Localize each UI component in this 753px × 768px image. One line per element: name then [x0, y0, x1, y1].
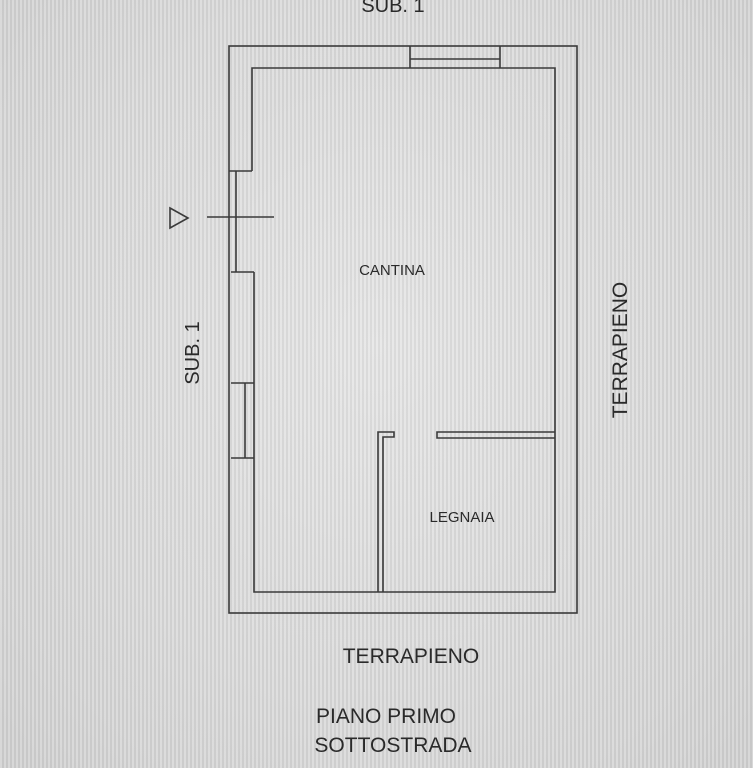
left-window — [231, 382, 254, 459]
label-right-side: TERRAPIENO — [609, 282, 632, 419]
inner-wall — [251, 67, 556, 593]
section-marker — [169, 206, 274, 230]
outer-wall — [228, 45, 578, 614]
partition-wall — [377, 431, 555, 592]
label-left-neighbor: SUB. 1 — [182, 321, 204, 384]
label-top-neighbor: SUB. 1 — [361, 0, 424, 17]
room-label-cantina: CANTINA — [359, 262, 425, 279]
label-bottom-side: TERRAPIENO — [343, 645, 480, 668]
triangle-marker-icon — [169, 206, 190, 230]
floor-title-line1: PIANO PRIMO — [316, 705, 456, 728]
walls — [228, 45, 578, 614]
floor-title-line2: SOTTOSTRADA — [314, 734, 471, 757]
room-label-legnaia: LEGNAIA — [429, 509, 494, 526]
top-window — [409, 46, 501, 68]
